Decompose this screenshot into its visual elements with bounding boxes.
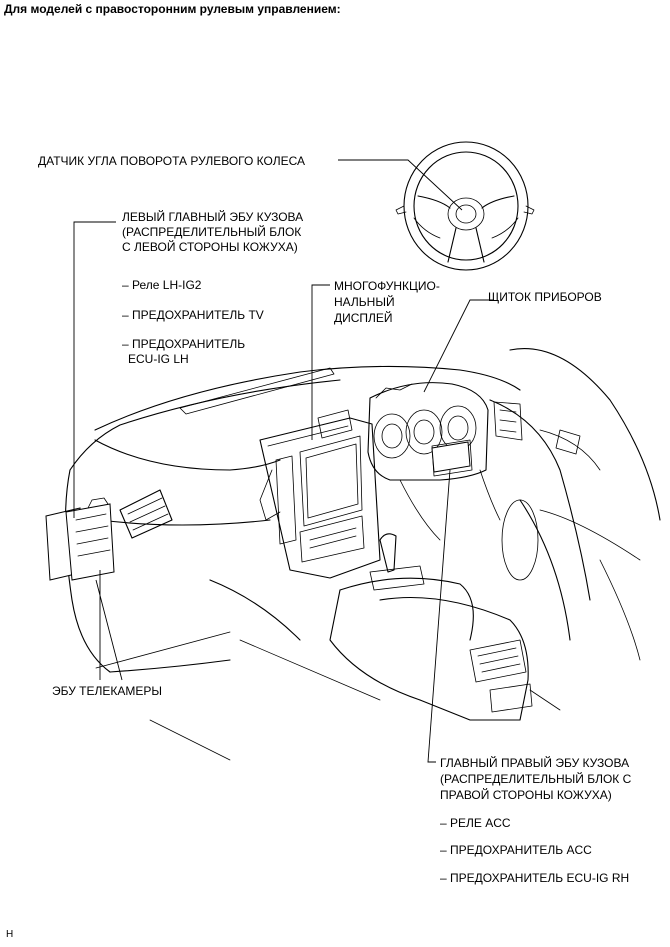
label-steering-angle-sensor: ДАТЧИК УГЛА ПОВОРОТА РУЛЕВОГО КОЛЕСА [38,154,305,168]
label-right-ecu-line1: ГЛАВНЫЙ ПРАВЫЙ ЭБУ КУЗОВА [440,756,630,770]
left-ecu-drawing [45,497,115,581]
label-right-ecu-line3: ПРАВОЙ СТОРОНЫ КОЖУХА) [440,788,612,802]
label-left-fuse-tv: – ПРЕДОХРАНИТЕЛЬ TV [122,308,264,322]
corner-mark: H [6,929,14,940]
label-mfd-line1: МНОГОФУНКЦИО- [334,279,440,293]
leader-lines [73,159,494,763]
right-ecu-drawing [431,441,471,473]
label-mfd-line2: НАЛЬНЫЙ [334,295,395,309]
label-right-fuse-ecu: – ПРЕДОХРАНИТЕЛЬ ECU-IG RH [440,871,630,885]
label-left-ecu-line3: С ЛЕВОЙ СТОРОНЫ КОЖУХА) [122,240,298,254]
label-mfd-line3: ДИСПЛЕЙ [334,311,393,325]
label-instrument-cluster: ЩИТОК ПРИБОРОВ [488,290,602,304]
label-right-ecu-line2: (РАСПРЕДЕЛИТЕЛЬНЫЙ БЛОК С [440,772,632,786]
label-left-ecu-line1: ЛЕВЫЙ ГЛАВНЫЙ ЭБУ КУЗОВА [122,210,304,224]
label-left-fuse-ecu-line1: – ПРЕДОХРАНИТЕЛЬ [122,337,246,351]
dashboard-drawing [64,348,661,761]
label-right-relay: – РЕЛЕ ACC [440,816,511,830]
label-right-fuse-acc: – ПРЕДОХРАНИТЕЛЬ ACC [440,843,592,857]
label-camera-ecu: ЭБУ ТЕЛЕКАМЕРЫ [52,684,163,698]
label-left-fuse-ecu-line2: ECU-IG LH [128,352,189,366]
steering-wheel-drawing [395,141,535,271]
label-left-relay: – Реле LH-IG2 [122,278,202,292]
page-title: Для моделей с правосторонним рулевым упр… [4,2,341,16]
label-left-ecu-line2: (РАСПРЕДЕЛИТЕЛЬНЫЙ БЛОК [122,225,302,239]
